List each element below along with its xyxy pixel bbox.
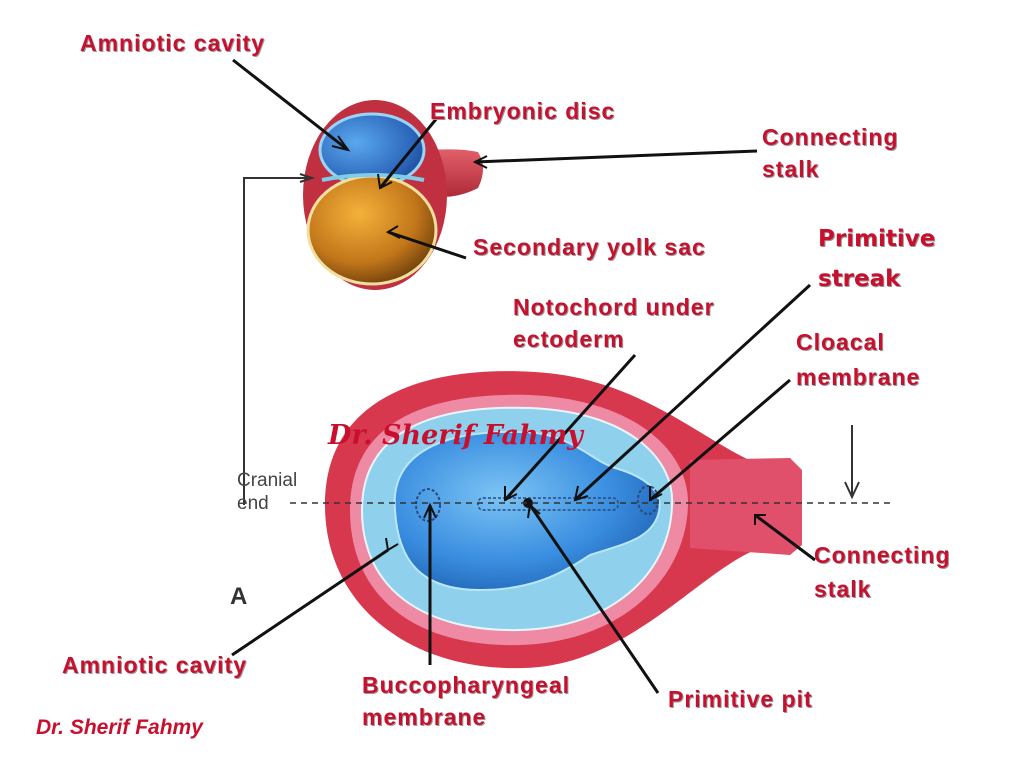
label-cloacal-2: membrane — [796, 364, 921, 390]
notochord-streak-band — [477, 497, 619, 511]
label-amniotic-cavity-bottom: Amniotic cavity — [62, 652, 247, 678]
leader-primitive-streak — [573, 283, 812, 502]
label-notochord-2: ectoderm — [513, 326, 625, 352]
watermark-signature: Dr. Sherif Fahmy — [328, 420, 583, 451]
arrowhead-10 — [423, 502, 437, 519]
arrowhead-4 — [385, 225, 401, 239]
leader-cloacal — [649, 378, 791, 502]
label-connecting-stalk-top-1: Connecting — [762, 124, 899, 150]
label-connecting-stalk-bottom-1: Connecting — [814, 542, 951, 568]
cloacal-membrane-shape — [637, 485, 659, 515]
label-cloacal-1: Cloacal — [796, 329, 885, 355]
arrowhead-2 — [377, 173, 393, 190]
connector-arrowhead — [299, 173, 316, 183]
label-primitive-pit: Primitive pit — [668, 686, 813, 712]
arrowhead-9 — [385, 537, 399, 552]
connecting-stalk-bottom-shape — [690, 458, 802, 555]
leader-notochord — [503, 353, 637, 502]
leader-arrowheads — [331, 135, 766, 552]
panel-letter: A — [230, 583, 248, 610]
cranial-end-line-1: Cranial — [237, 470, 298, 491]
leader-connecting-stalk-top — [474, 149, 758, 164]
arrowhead-5 — [573, 485, 589, 502]
author-credit: Dr. Sherif Fahmy — [36, 716, 203, 739]
arrowhead-11 — [527, 503, 541, 519]
label-notochord-1: Notochord under — [513, 294, 715, 320]
label-buccopharyngeal-1: Buccopharyngeal — [362, 672, 570, 698]
label-connecting-stalk-top-2: stalk — [762, 156, 820, 182]
section-arrowhead — [844, 481, 860, 500]
arrowhead-7 — [649, 486, 663, 502]
large-embryo — [325, 371, 802, 669]
label-primitive-streak-1: Primitive — [818, 226, 936, 252]
cranial-end-line-2: end — [237, 493, 269, 514]
arrowhead-1 — [331, 135, 351, 152]
arrowhead-3 — [472, 155, 488, 169]
leader-amniotic-bottom — [231, 548, 389, 657]
label-secondary-yolk-sac: Secondary yolk sac — [473, 234, 706, 260]
leader-yolk-sac — [387, 230, 467, 260]
arrowhead-6 — [504, 486, 518, 502]
leader-amniotic-top — [232, 58, 349, 152]
label-embryonic-disc: Embryonic disc — [430, 98, 616, 124]
label-buccopharyngeal-2: membrane — [362, 704, 487, 730]
leader-connecting-stalk-bottom — [754, 513, 816, 562]
leader-primitive-pit — [528, 504, 660, 694]
leader-embryonic-disc — [378, 117, 439, 189]
arrowhead-8 — [754, 514, 766, 525]
buccopharyngeal-membrane-shape — [415, 488, 441, 522]
embryonic-disc-small — [321, 173, 425, 182]
secondary-yolk-sac-shape — [306, 174, 438, 286]
small-embryo — [303, 100, 483, 290]
label-primitive-streak-2: streak — [818, 266, 901, 292]
label-connecting-stalk-bottom-2: stalk — [814, 576, 872, 602]
cross-section-connector — [243, 177, 312, 505]
label-amniotic-cavity-top: Amniotic cavity — [80, 30, 265, 56]
leader-lines — [231, 58, 816, 694]
embryonic-disc-large — [393, 430, 661, 592]
